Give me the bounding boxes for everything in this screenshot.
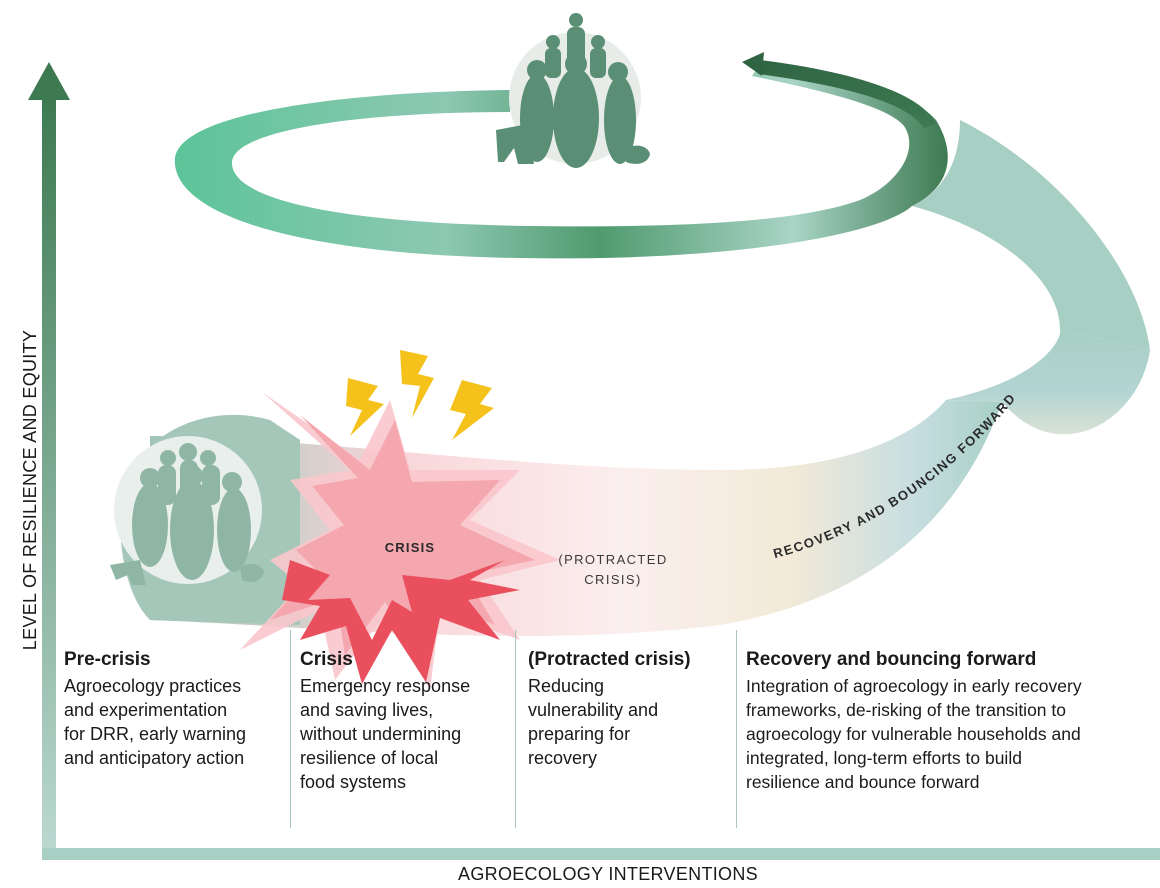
- phase-line: resilience and bounce forward: [746, 772, 980, 792]
- lightning-bolt-icon: [346, 350, 494, 440]
- phase-line: Integration of agroecology in early reco…: [746, 676, 1082, 696]
- crisis-label: CRISIS: [384, 540, 436, 555]
- y-axis: [28, 62, 70, 858]
- phase-line: and experimentation: [64, 700, 228, 720]
- phase-divider: [290, 630, 291, 828]
- phase-line: vulnerability and: [528, 700, 659, 720]
- phase-divider: [515, 630, 516, 828]
- chicken-icon: [624, 145, 650, 164]
- phase-line: resilience of local: [300, 748, 439, 768]
- phase-title: (Protracted crisis): [528, 649, 691, 670]
- phase-line: and saving lives,: [300, 700, 434, 720]
- pre-crisis-community-icon: [110, 414, 300, 625]
- phase-line: for DRR, early warning: [64, 724, 247, 744]
- protracted-label-line1: (PROTRACTED: [558, 552, 668, 567]
- phase-pre-crisis: Pre-crisis Agroecology practices and exp…: [64, 648, 286, 770]
- phase-description: Integration of agroecology in early reco…: [746, 674, 1158, 794]
- phase-line: and anticipatory action: [64, 748, 245, 768]
- phase-title: Pre-crisis: [64, 649, 151, 670]
- phase-title: Recovery and bouncing forward: [746, 649, 1037, 670]
- phase-line: Emergency response: [300, 676, 471, 696]
- phase-divider: [736, 630, 737, 828]
- phase-description: Agroecology practices and experimentatio…: [64, 674, 286, 770]
- phase-recovery: Recovery and bouncing forward Integratio…: [746, 648, 1158, 794]
- phase-description: Reducing vulnerability and preparing for…: [528, 674, 733, 770]
- protracted-crisis-label: (PROTRACTED CRISIS): [548, 550, 678, 590]
- goat-icon: [496, 124, 534, 164]
- phase-line: without undermining: [300, 724, 462, 744]
- x-axis-label: AGROECOLOGY INTERVENTIONS: [458, 864, 758, 884]
- crisis-burst: [240, 350, 560, 690]
- phase-line: recovery: [528, 748, 598, 768]
- phase-line: preparing for: [528, 724, 631, 744]
- phase-line: Reducing: [528, 676, 605, 696]
- phase-protracted-crisis: (Protracted crisis) Reducing vulnerabili…: [528, 648, 733, 770]
- goat-icon: [110, 560, 146, 585]
- phase-line: agroecology for vulnerable households an…: [746, 724, 1081, 744]
- phase-crisis: Crisis Emergency response and saving liv…: [300, 648, 512, 794]
- phase-description: Emergency response and saving lives, wit…: [300, 674, 512, 794]
- x-axis: [42, 848, 1160, 860]
- phase-line: food systems: [300, 772, 407, 792]
- resilient-community-icon: [496, 13, 650, 168]
- phase-line: frameworks, de-risking of the transition…: [746, 700, 1066, 720]
- protracted-label-line2: CRISIS): [584, 572, 642, 587]
- chicken-icon: [240, 563, 264, 582]
- phase-title: Crisis: [300, 649, 353, 670]
- phase-line: Agroecology practices: [64, 676, 242, 696]
- phase-line: integrated, long-term efforts to build: [746, 748, 1022, 768]
- y-axis-arrowhead: [28, 62, 70, 100]
- y-axis-label: LEVEL OF RESILIENCE AND EQUITY: [20, 329, 40, 651]
- spiral-arrowhead: [742, 52, 764, 76]
